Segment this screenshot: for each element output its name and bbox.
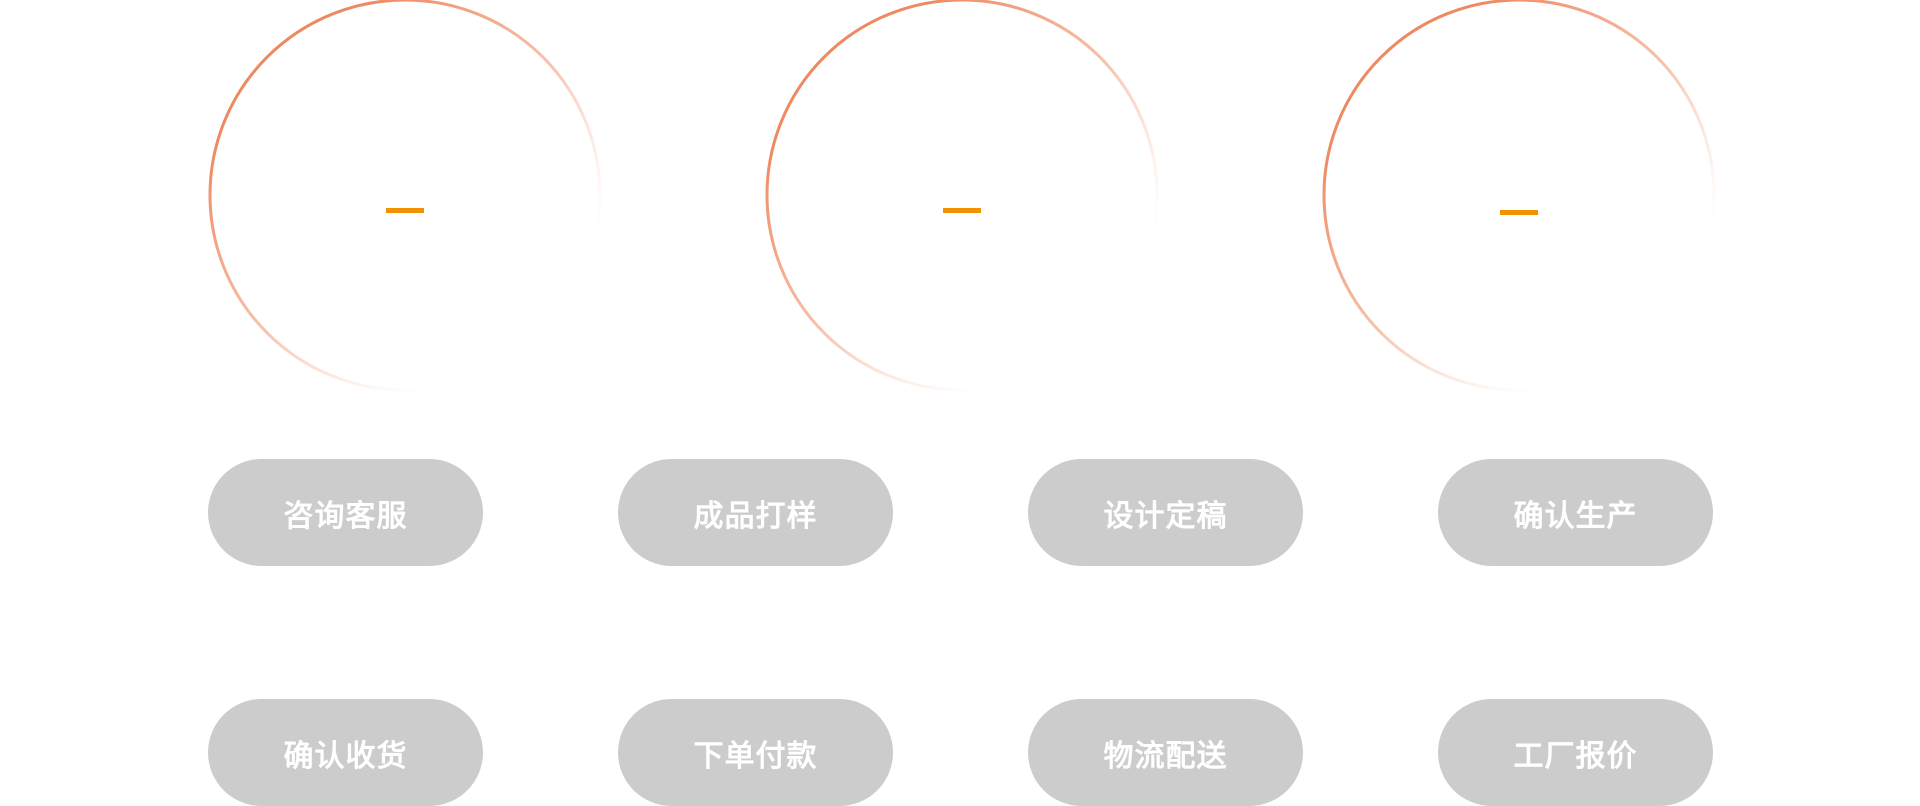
step-label: 确认收货 (283, 738, 408, 774)
step-label: 设计定稿 (1103, 498, 1228, 534)
step-label: 物流配送 (1103, 738, 1228, 774)
step-logistics-delivery-button[interactable]: 物流配送 (1028, 699, 1303, 806)
ring-circle-icon (1322, 0, 1716, 392)
step-sample-proof-button[interactable]: 成品打样 (618, 459, 893, 566)
ring-2 (764, 0, 1160, 393)
step-factory-quote-button[interactable]: 工厂报价 (1438, 699, 1713, 806)
ring-circle-icon (208, 0, 602, 392)
step-place-order-pay-button[interactable]: 下单付款 (618, 699, 893, 806)
dash-icon (1500, 210, 1538, 215)
step-confirm-receipt-button[interactable]: 确认收货 (208, 699, 483, 806)
step-label: 咨询客服 (283, 498, 408, 534)
ring-circle-icon (765, 0, 1159, 392)
step-label: 成品打样 (693, 498, 818, 534)
step-label: 下单付款 (693, 738, 818, 774)
step-confirm-production-button[interactable]: 确认生产 (1438, 459, 1713, 566)
dash-icon (943, 208, 981, 213)
step-design-finalize-button[interactable]: 设计定稿 (1028, 459, 1303, 566)
dash-icon (386, 208, 424, 213)
step-consult-service-button[interactable]: 咨询客服 (208, 459, 483, 566)
step-label: 工厂报价 (1513, 738, 1638, 774)
ring-1 (207, 0, 603, 393)
step-label: 确认生产 (1513, 498, 1638, 534)
ring-3 (1321, 0, 1717, 393)
